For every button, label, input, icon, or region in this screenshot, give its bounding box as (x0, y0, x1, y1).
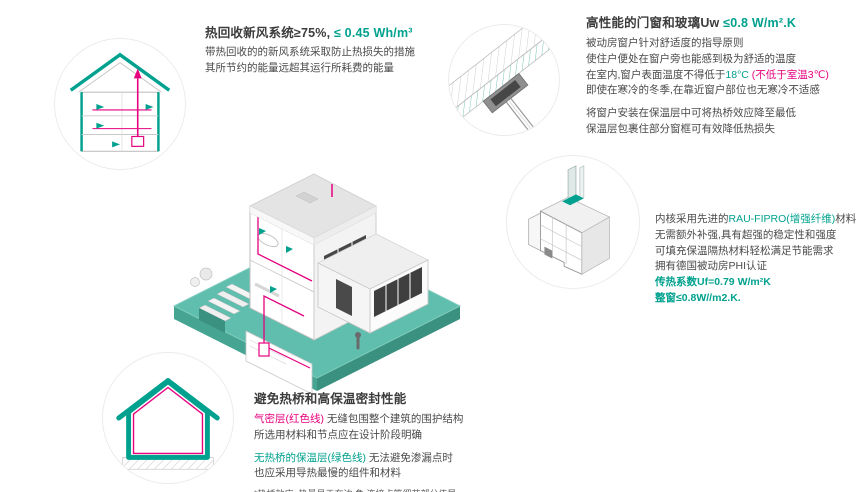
platform-side-right (317, 306, 460, 391)
person-figure (355, 332, 361, 350)
roof-vent-unit (295, 191, 319, 204)
ventilation-section: 热回收新风系统≥75%, ≤ 0.45 Wh/m³ 带热回收的的新风系统采取防止… (205, 22, 415, 77)
windows-p1-line3-dark: 在室内,窗户表面温度不得低于 (586, 68, 726, 81)
thermal-line3-label: 无热桥的保温层(绿色线) (254, 451, 366, 464)
supply-arrow-icon (112, 141, 120, 148)
airtight-layer-line (132, 386, 204, 455)
profile-uw-value: 整窗≤0.8W//m2.K. (655, 291, 741, 304)
exhaust-arrow-icon (133, 68, 142, 79)
ventilation-house-icon (69, 52, 171, 152)
windows-p1-line1: 被动房窗户针对舒适度的指导原则 (586, 37, 744, 49)
insulation-layer-line (126, 379, 210, 460)
airflow-arrow-icon (286, 246, 293, 253)
house-cutaway-3d-icon (172, 173, 462, 395)
windows-p1-line3-temp: 18°C (725, 68, 749, 81)
windows-title-dark: 高性能的门窗和玻璃 (586, 16, 701, 30)
glass-pane (579, 165, 585, 200)
ventilation-inset (54, 38, 186, 170)
supply-arrow-icon (96, 122, 105, 129)
window-frame-profile-icon (528, 165, 611, 275)
basement-cutaway (245, 330, 313, 395)
right-wing (317, 233, 429, 334)
thermal-footnote: *热桥效应: 热量易于在边,角,连接点等细节部分传导 (254, 488, 463, 492)
ventilation-duct (263, 294, 305, 343)
thermal-line2: 所选用材料和节点应在设计阶段明确 (254, 428, 422, 441)
windows-p2-line2: 保温层包裹住部分窗框可有效降低热损失 (586, 122, 775, 135)
windows-p2-line1: 将窗户安装在保温层中可将热桥效应降至最低 (586, 107, 796, 119)
thermal-line4: 也应采用导热最慢的组件和材料 (254, 467, 401, 480)
airflow-arrow-icon (259, 228, 266, 235)
profile-line1-dark2: 材料 (835, 213, 857, 225)
house-insulation-outline-icon (116, 378, 220, 470)
windows-title: 高性能的门窗和玻璃Uw ≤0.8 W/m².K (586, 12, 829, 31)
ventilation-line2: 其所节约的能量远超其运行所耗费的能量 (205, 61, 394, 74)
profile-line4: 拥有德国被动房PHI认证 (655, 260, 768, 273)
main-roof (249, 173, 377, 246)
thermal-inset (102, 352, 234, 484)
thermal-line3-dark: 无法避免渗漏点时 (366, 451, 453, 464)
supply-arrow-icon (96, 104, 105, 110)
profile-line3: 可填充保温隔热材料轻松满足节能需求 (655, 244, 834, 257)
hardware-part (544, 246, 553, 259)
profile-line1-dark: 内核采用先进的 (655, 213, 729, 225)
windows-p1-line3: 在室内,窗户表面温度不得低于18°C (不低于室温3℃) (586, 68, 829, 84)
windows-p1-line4: 即使在寒冷的冬季,在靠近窗户部位也无寒冷不适感 (586, 84, 820, 97)
main-block-interior (249, 205, 315, 343)
airflow-arrow-icon (270, 286, 277, 293)
thermal-line1-label: 气密层(红色线) (254, 413, 324, 425)
thermal-title: 避免热桥和高保温密封性能 (254, 392, 407, 406)
profile-section: 内核采用先进的RAU-FIPRO(增强纤维)材料 无需额外补强,具有超强的稳定性… (655, 212, 856, 307)
ventilation-duct (257, 216, 313, 282)
windows-p1-line2: 使住户便处在窗户旁也能感到极为舒适的温度 (586, 52, 796, 65)
window-detail-inset (448, 24, 560, 136)
profile-uf-value: 传热系数Uf=0.79 W/m²K (655, 276, 771, 288)
profile-line2: 无需额外补强,具有超强的稳定性和强度 (655, 228, 837, 241)
ventilation-title-dark: 热回收新风系统≥75%, (205, 26, 334, 40)
gasket-seal (562, 194, 584, 206)
house-cutaway-illustration (162, 88, 472, 408)
entry-door (336, 279, 352, 316)
profile-line1-material: RAU-FIPRO(增强纤维) (728, 213, 836, 225)
ventilation-title-value: ≤ 0.45 Wh/m³ (333, 26, 413, 40)
supply-arrow-icon (145, 104, 154, 110)
ventilation-title: 热回收新风系统≥75%, ≤ 0.45 Wh/m³ (205, 22, 415, 41)
window-profile-inset (506, 155, 640, 289)
thermal-line1: 气密层(红色线) 无缝包围整个建筑的围护结构 (254, 412, 463, 428)
window-corner-detail-icon (449, 25, 559, 135)
profile-line1: 内核采用先进的RAU-FIPRO(增强纤维)材料 (655, 212, 856, 228)
windows-title-uw: Uw (700, 16, 724, 30)
windows-p1-line3-note: (不低于室温3℃) (748, 68, 829, 81)
thermal-section: 避免热桥和高保温密封性能 气密层(红色线) 无缝包围整个建筑的围护结构 所选用材… (254, 388, 463, 492)
shrubs (190, 267, 213, 287)
windows-section: 高性能的门窗和玻璃Uw ≤0.8 W/m².K 被动房窗户针对舒适度的指导原则 … (586, 12, 829, 138)
thermal-line3: 无热桥的保温层(绿色线) 无法避免渗漏点时 (254, 451, 463, 467)
ventilation-line1: 带热回收的的新风系统采取防止热损失的措施 (205, 46, 415, 58)
thermal-line1-dark: 无缝包围整个建筑的围护结构 (324, 413, 464, 425)
windows-title-value: ≤0.8 W/m².K (723, 16, 797, 30)
